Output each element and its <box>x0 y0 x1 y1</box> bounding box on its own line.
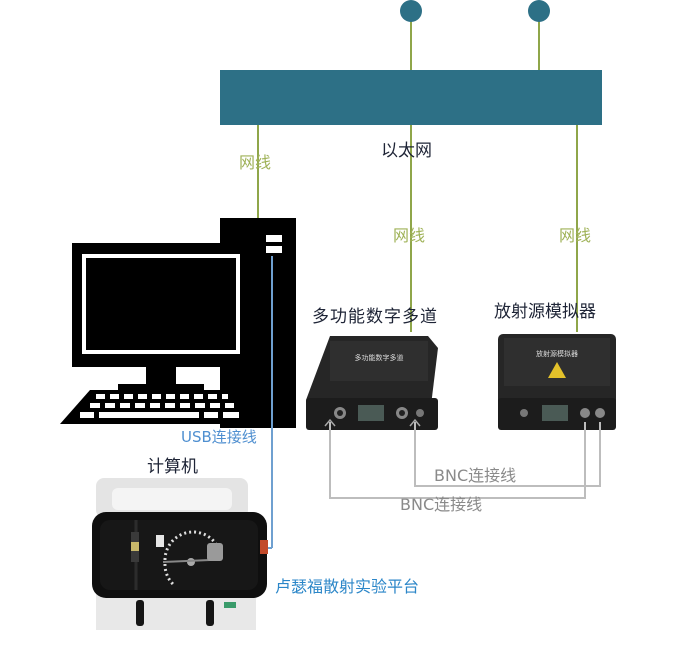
source-simulator-label: 放射源模拟器 <box>494 302 596 322</box>
mca-device: 多功能数字多道 <box>306 336 438 430</box>
radiation-warning-icon <box>548 362 566 378</box>
desktop-computer-icon <box>60 218 296 428</box>
ethernet-label: 以太网 <box>381 141 432 161</box>
circle-node-icon <box>400 0 422 22</box>
network-cable-label-mca: 网线 <box>393 226 426 245</box>
ethernet-switch <box>220 70 602 125</box>
bnc-cables <box>329 422 601 499</box>
network-cable-label-simulator: 网线 <box>559 226 592 245</box>
computer-label: 计算机 <box>147 457 198 477</box>
simulator-face-label: 放射源模拟器 <box>536 349 578 358</box>
mca-face-label: 多功能数字多道 <box>355 353 404 362</box>
usb-cable-label: USB连接线 <box>181 428 257 446</box>
network-node-right <box>528 0 550 70</box>
rutherford-platform <box>92 478 268 630</box>
bnc-cable-label-upper: BNC连接线 <box>434 466 517 485</box>
mca-device-label: 多功能数字多道 <box>312 307 438 327</box>
circle-node-icon <box>528 0 550 22</box>
rutherford-platform-label: 卢瑟福散射实验平台 <box>275 577 420 596</box>
network-node-left <box>400 0 422 70</box>
network-cable-label-computer: 网线 <box>239 153 272 172</box>
source-simulator-device: 放射源模拟器 <box>498 334 616 430</box>
bnc-cable-label-lower: BNC连接线 <box>400 495 483 514</box>
